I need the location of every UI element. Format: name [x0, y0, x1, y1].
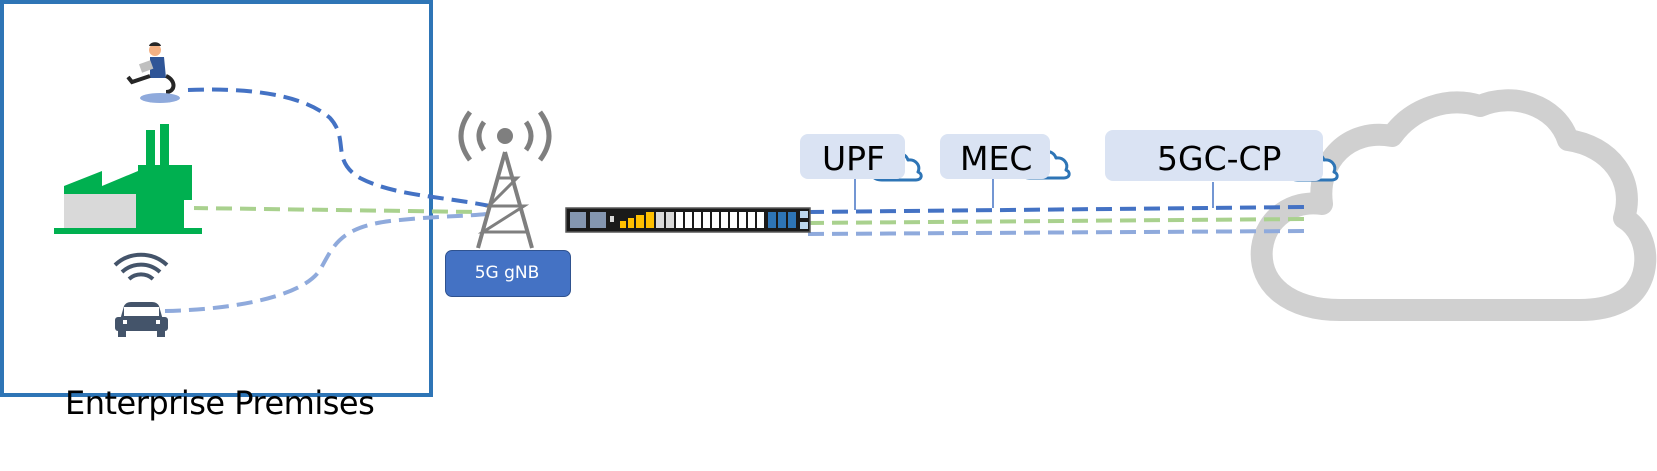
gnb-box — [445, 250, 571, 297]
upf-label: UPF — [822, 139, 886, 178]
factory-icon — [54, 124, 202, 234]
person-with-laptop-icon — [126, 42, 180, 103]
enterprise-premises-caption: Enterprise Premises — [65, 384, 375, 422]
gnb-label: 5G gNB — [474, 263, 540, 283]
upf-box — [800, 134, 905, 179]
backhaul-line-light — [807, 229, 1306, 236]
backhaul-line-green — [807, 217, 1306, 225]
backhaul-line-dark — [807, 205, 1306, 214]
radio-tower-icon — [458, 110, 552, 249]
network-switch-icon — [565, 207, 811, 233]
flow-line-user — [187, 87, 491, 208]
flow-line-factory — [191, 206, 479, 214]
mec-label: MEC — [960, 139, 1033, 178]
flow-line-car — [164, 212, 487, 313]
cloud-icon — [1250, 89, 1657, 321]
cp-box — [1105, 130, 1323, 181]
mec-box — [940, 134, 1050, 179]
cp-label: 5GC-CP — [1157, 139, 1282, 178]
connected-car-icon — [113, 252, 169, 337]
